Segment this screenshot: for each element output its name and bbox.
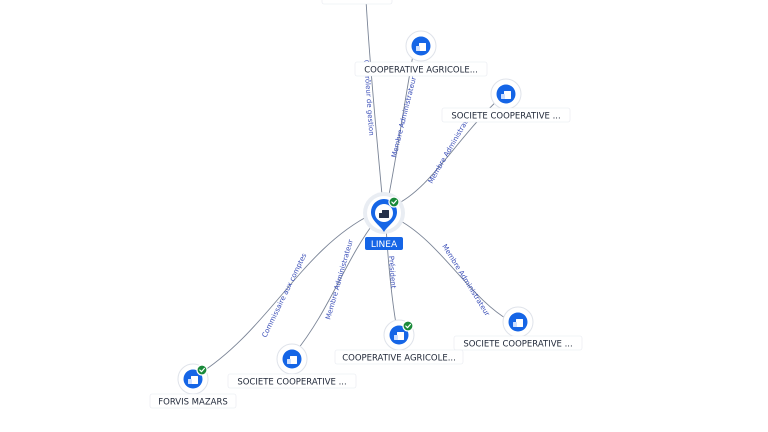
building-icon: [188, 376, 198, 384]
node-n7[interactable]: [321, 0, 393, 5]
edge-label-n5: Membre Administrateur: [324, 238, 355, 320]
check-badge-icon: [402, 320, 414, 332]
building-icon: [379, 210, 389, 218]
building-icon: [513, 319, 523, 327]
node-n1[interactable]: COOPERATIVE AGRICOLE...: [354, 30, 488, 77]
node-n4[interactable]: COOPERATIVE AGRICOLE...: [334, 319, 464, 365]
node-n5[interactable]: SOCIETE COOPERATIVE ...: [227, 343, 357, 389]
edge-n5: [293, 219, 377, 355]
building-icon: [501, 91, 511, 99]
edges: Contrôleur de gestion Membre Administrat…: [195, 0, 513, 377]
building-icon: [394, 332, 404, 340]
node-label-n2: SOCIETE COOPERATIVE ...: [451, 112, 560, 122]
building-icon: [287, 356, 297, 364]
focus-label: LINEA: [371, 240, 398, 250]
node-n2[interactable]: SOCIETE COOPERATIVE ...: [441, 78, 571, 123]
edge-n6: [195, 213, 373, 377]
check-badge-icon: [196, 364, 208, 376]
node-label-n6: FORVIS MAZARS: [158, 398, 228, 408]
building-icon: [416, 43, 426, 51]
edge-n4: [385, 225, 398, 331]
edge-label-n4: Président: [387, 256, 397, 289]
check-badge-icon: [388, 196, 400, 208]
edge-n7: [365, 0, 384, 207]
focus-node[interactable]: LINEA: [363, 192, 405, 250]
node-n3[interactable]: SOCIETE COOPERATIVE ...: [453, 306, 583, 351]
node-label-n1: COOPERATIVE AGRICOLE...: [364, 66, 478, 76]
edge-label-n6: Commissaire aux comptes: [261, 252, 309, 339]
edge-label-n1: Membre Administrateur: [390, 76, 418, 159]
edge-label-n3: Membre Administrateur: [440, 243, 491, 318]
node-n6[interactable]: FORVIS MAZARS: [149, 363, 237, 409]
node-label-n3: SOCIETE COOPERATIVE ...: [463, 340, 572, 350]
edge-n3: [394, 217, 513, 323]
node-label-n4: COOPERATIVE AGRICOLE...: [342, 354, 456, 364]
node-label-n5: SOCIETE COOPERATIVE ...: [237, 378, 346, 388]
